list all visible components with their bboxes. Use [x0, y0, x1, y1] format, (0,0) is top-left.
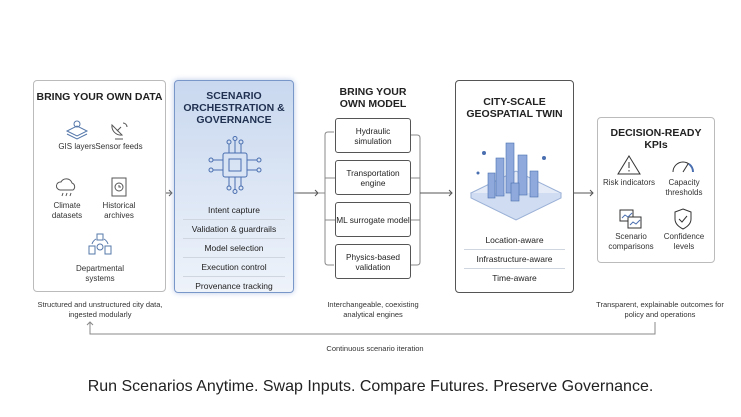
arrow-orch-to-models	[294, 189, 319, 197]
orchestration-title: SCENARIO ORCHESTRATION & GOVERNANCE	[183, 90, 285, 126]
gis-layers-icon	[65, 120, 89, 140]
orchestration-box: SCENARIO ORCHESTRATION & GOVERNANCE Inte…	[174, 80, 294, 293]
capacity-thresholds-label: Capacity thresholds	[665, 178, 703, 197]
orchestration-list: Intent capture Validation & guardrails M…	[183, 201, 285, 295]
orch-item: Model selection	[183, 239, 285, 258]
scenario-comparisons-label: Scenario comparisons	[608, 232, 654, 251]
archive-scroll-icon	[111, 177, 127, 197]
twin-item: Infrastructure-aware	[464, 250, 565, 269]
departmental-buildings-icon	[88, 233, 112, 255]
processor-chip-icon	[208, 136, 262, 194]
warning-triangle-icon	[617, 155, 641, 175]
arrow-data-to-orch	[166, 189, 173, 197]
arrow-models-to-twin	[420, 189, 453, 197]
twin-item: Time-aware	[492, 273, 537, 283]
sensor-feeds-label: Sensor feeds	[95, 142, 143, 151]
orch-item: Execution control	[183, 258, 285, 277]
kpi-caption: Transparent, explainable outcomes for po…	[596, 300, 724, 319]
bracket-left	[318, 131, 335, 266]
loop-arrow	[86, 321, 656, 335]
data-box: BRING YOUR OWN DATA GIS layers Sensor fe…	[33, 80, 166, 292]
departmental-systems-label: Departmental systems	[75, 264, 125, 283]
climate-datasets-label: Climate datasets	[51, 201, 83, 220]
twin-list: Location-aware Infrastructure-aware Time…	[464, 231, 565, 287]
model-ml-surrogate: ML surrogate model	[335, 202, 411, 237]
loop-label: Continuous scenario iteration	[326, 344, 424, 353]
model-physics: Physics-based validation	[335, 244, 411, 279]
model-transportation: Transportation engine	[335, 160, 411, 195]
model-hydraulic: Hydraulic simulation	[335, 118, 411, 153]
twin-title: CITY-SCALE GEOSPATIAL TWIN	[466, 96, 563, 120]
historical-archives-label: Historical archives	[102, 201, 136, 220]
model-title: BRING YOUR OWN MODEL	[339, 86, 407, 110]
data-box-title: BRING YOUR OWN DATA	[36, 91, 163, 103]
model-caption: Interchangeable, coexisting analytical e…	[327, 300, 419, 319]
rain-cloud-icon	[56, 178, 76, 197]
shield-check-icon	[674, 208, 692, 230]
orch-item: Provenance tracking	[195, 281, 273, 291]
twin-box: CITY-SCALE GEOSPATIAL TWIN Location-awar…	[455, 80, 574, 293]
confidence-levels-label: Confidence levels	[663, 232, 705, 251]
gauge-icon	[672, 161, 694, 173]
orch-item: Validation & guardrails	[183, 220, 285, 239]
orch-item: Intent capture	[183, 201, 285, 220]
gis-layers-label: GIS layers	[58, 142, 96, 151]
twin-item: Location-aware	[464, 231, 565, 250]
risk-indicators-label: Risk indicators	[602, 178, 655, 187]
city-twin-illustration	[469, 142, 563, 221]
sensor-dish-icon	[111, 122, 128, 140]
data-caption: Structured and unstructured city data, i…	[37, 300, 163, 319]
arrow-twin-to-kpi	[574, 189, 594, 197]
kpi-title: DECISION-READY KPIs	[610, 127, 702, 151]
kpi-box: DECISION-READY KPIs Risk indicators Capa…	[597, 117, 715, 263]
chart-comparison-icon	[619, 209, 642, 229]
tagline: Run Scenarios Anytime. Swap Inputs. Comp…	[87, 378, 654, 395]
bracket-right	[411, 134, 421, 266]
